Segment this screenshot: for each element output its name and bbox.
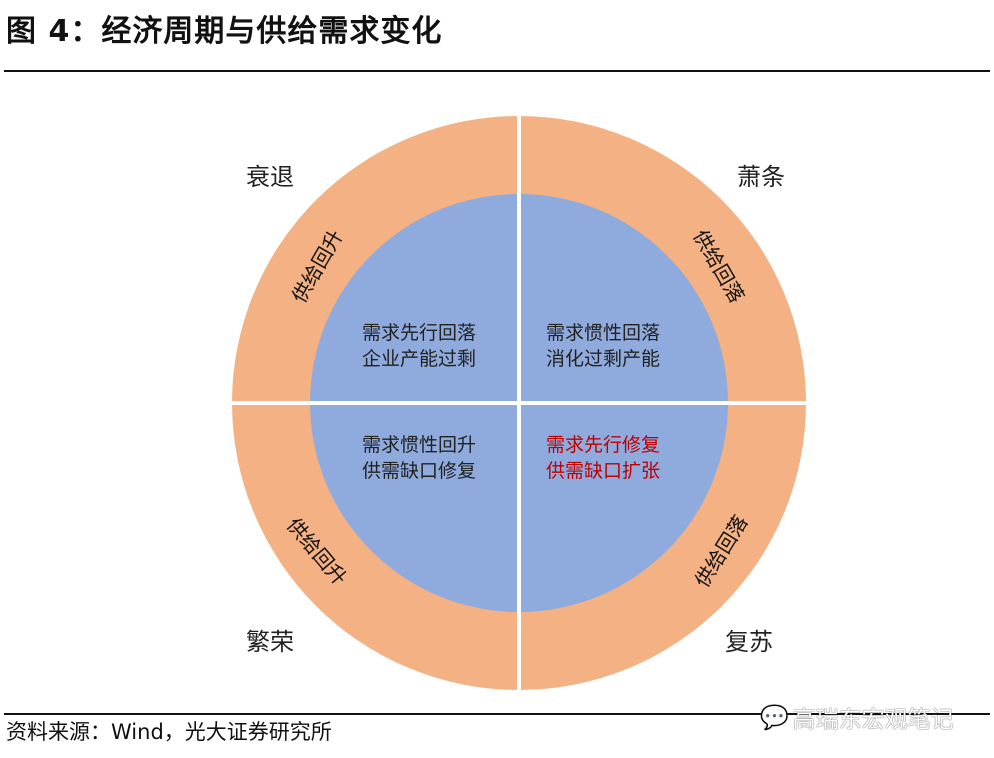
phase-recovery: 复苏 bbox=[725, 628, 773, 656]
phase-depression: 萧条 bbox=[737, 163, 785, 191]
demand-line: 需求先行回落 bbox=[362, 322, 477, 344]
demand-line: 需求惯性回落 bbox=[546, 322, 661, 344]
watermark-text: 高瑞东宏观笔记 bbox=[792, 707, 954, 733]
phase-boom: 繁荣 bbox=[246, 628, 294, 656]
demand-text-top-left: 需求先行回落 企业产能过剩 bbox=[362, 320, 476, 372]
source-note: 资料来源：Wind，光大证券研究所 bbox=[6, 720, 332, 744]
top-divider bbox=[4, 70, 990, 72]
horizontal-separator bbox=[225, 401, 815, 405]
figure-title: 图 4：经济周期与供给需求变化 bbox=[6, 14, 443, 49]
demand-line: 企业产能过剩 bbox=[362, 348, 477, 370]
demand-line: 需求惯性回升 bbox=[362, 434, 477, 456]
wechat-icon: 💬 bbox=[760, 704, 789, 731]
demand-line: 需求先行修复 bbox=[546, 434, 661, 456]
phase-recession: 衰退 bbox=[246, 163, 294, 191]
demand-line: 消化过剩产能 bbox=[546, 348, 661, 370]
demand-text-top-right: 需求惯性回落 消化过剩产能 bbox=[546, 320, 660, 372]
demand-line: 供需缺口修复 bbox=[362, 460, 477, 482]
bottom-divider bbox=[4, 713, 990, 715]
demand-text-bottom-right: 需求先行修复 供需缺口扩张 bbox=[546, 432, 660, 484]
demand-line: 供需缺口扩张 bbox=[546, 460, 661, 482]
demand-text-bottom-left: 需求惯性回升 供需缺口修复 bbox=[362, 432, 476, 484]
watermark: 💬 高瑞东宏观笔记 bbox=[760, 700, 954, 734]
